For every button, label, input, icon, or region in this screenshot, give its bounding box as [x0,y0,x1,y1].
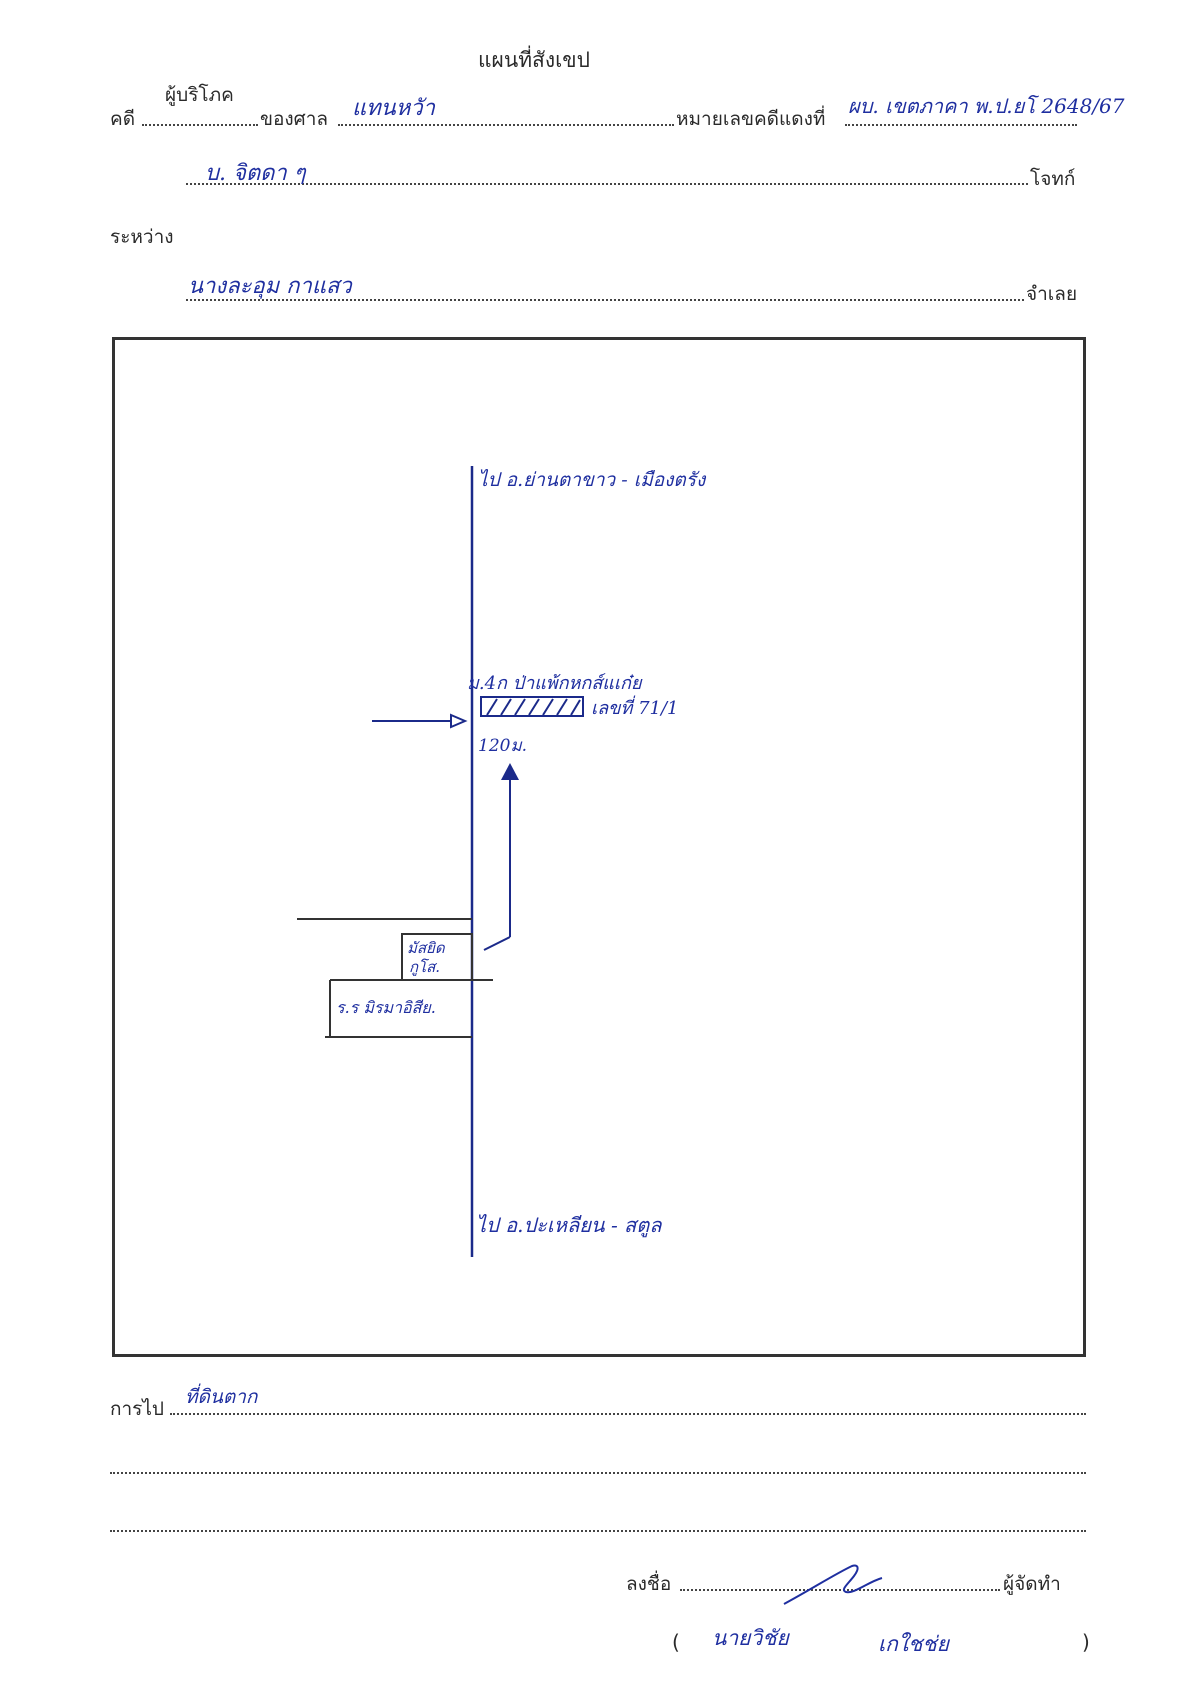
sign-dotted-line [680,1589,1000,1591]
sign-label: ลงชื่อ [626,1573,672,1595]
page-title: แผนที่สังเขป [478,48,590,72]
house-label-line2: เลขที่ 71/1 [591,695,679,719]
top-road-label: ไป อ.ย่านตาขาว - เมืองตรัง [478,468,707,491]
red-number-dotted-line [845,124,1077,126]
house-label-line1: ม.4ก ป่าแพ้กหกส์แเก๋ย [467,673,643,694]
red-number-label: หมายเลขคดีแดงที่ [676,108,826,130]
paren-close: ) [1082,1630,1090,1654]
map-frame: ไป อ.ย่านตาขาว - เมืองตรัง ม.4ก ป่าแพ้กห… [112,337,1086,1357]
distance-label: 120ม. [478,736,527,756]
case-dotted-line [142,124,258,126]
signature-mark [783,1564,883,1605]
route-label: การไป [110,1398,164,1420]
plaintiff-label: โจทก์ [1030,168,1076,190]
mosque-label-line1: มัสยิด [407,939,446,957]
defendant-handwritten: นางละอุม กาแสว [188,274,352,299]
sketch-map: ไป อ.ย่านตาขาว - เมืองตรัง ม.4ก ป่าแพ้กห… [297,466,707,1257]
case-type-text: ผู้บริโภค [165,84,234,106]
house-marker [480,696,584,717]
route-turn-line [483,936,511,951]
school-label: ร.ร มิรมาอิสีย. [336,998,436,1017]
plaintiff-dotted-line [186,183,1028,185]
case-label: คดี [110,108,136,130]
route-arrow-head [501,763,519,780]
left-arrow-head [450,713,468,729]
bottom-road-label: ไป อ.ปะเหลียน - สตูล [476,1213,663,1238]
plaintiff-handwritten: บ. จิตดา ๆ [205,161,306,186]
preparer-name-2: เกใชช่ย [878,1632,949,1656]
preparer-name-1: นายวิชัย [712,1626,789,1650]
route-handwritten: ที่ดินตาก [185,1386,258,1408]
route-dotted-line-2 [110,1472,1086,1474]
court-dotted-line [338,124,674,126]
between-label: ระหว่าง [110,226,174,248]
paren-open: ( [672,1630,680,1654]
defendant-label: จำเลย [1026,283,1078,305]
red-number-handwritten: ผบ. เขตภาคา พ.ป.ยโ 2648/67 [848,94,1125,118]
court-label: ของศาล [260,108,329,130]
route-dotted-line-1 [170,1413,1086,1415]
court-name-handwritten: แทนหวัา [352,96,435,121]
defendant-dotted-line [186,299,1024,301]
preparer-label: ผู้จัดทำ [1003,1573,1061,1595]
mosque-label-line2: กูโส. [409,958,440,976]
route-dotted-line-3 [110,1530,1086,1532]
